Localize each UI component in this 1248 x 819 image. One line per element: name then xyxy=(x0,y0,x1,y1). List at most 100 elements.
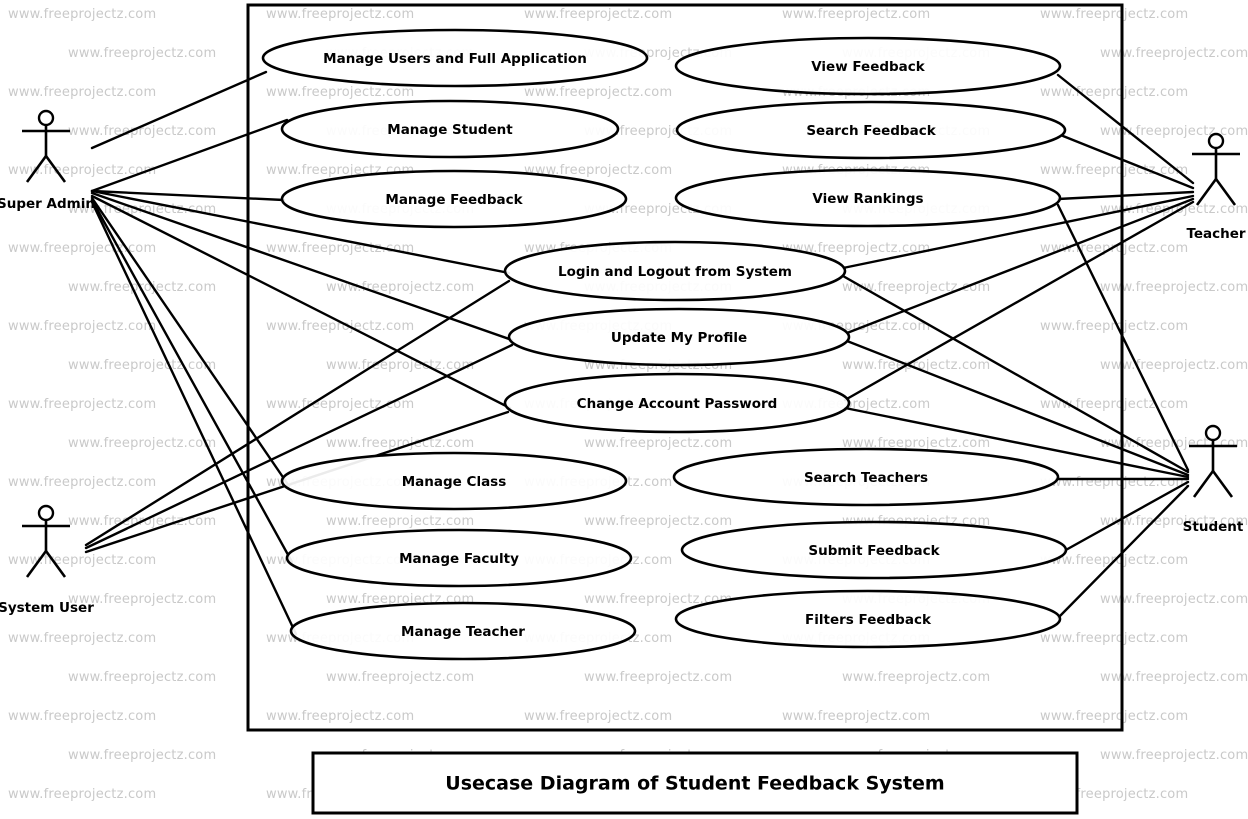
association-super-admin-to-manage-student xyxy=(90,118,289,193)
watermark-text: www.freeprojectz.com xyxy=(584,592,732,607)
association-super-admin-to-change-account-password xyxy=(90,194,512,410)
usecase-label-manage-teacher: Manage Teacher xyxy=(401,624,525,640)
association-super-admin-to-manage-teacher xyxy=(90,200,298,636)
association-teacher-to-login-and-logout-from-system xyxy=(841,194,1195,270)
watermark-text: www.freeprojectz.com xyxy=(1040,709,1188,724)
watermark-text: www.freeprojectz.com xyxy=(782,709,930,724)
association-teacher-to-change-account-password xyxy=(843,200,1195,402)
usecase-label-search-teachers: Search Teachers xyxy=(804,470,928,486)
usecase-ellipse-search-teachers[interactable] xyxy=(672,447,1060,507)
usecase-search-feedback[interactable]: Search Feedback xyxy=(675,100,1067,160)
watermark-text: www.freeprojectz.com xyxy=(68,592,216,607)
usecase-manage-feedback[interactable]: Manage Feedback xyxy=(280,169,628,229)
usecase-manage-student[interactable]: Manage Student xyxy=(280,99,620,159)
watermark-text: www.freeprojectz.com xyxy=(524,7,672,22)
usecase-ellipse-view-rankings[interactable] xyxy=(674,168,1062,228)
usecase-label-login-and-logout-from-system: Login and Logout from System xyxy=(558,264,792,280)
watermark-text: www.freeprojectz.com xyxy=(1100,358,1248,373)
usecase-ellipse-manage-feedback[interactable] xyxy=(280,169,628,229)
usecase-label-manage-users-full-application: Manage Users and Full Application xyxy=(323,51,587,67)
usecase-ellipse-manage-student[interactable] xyxy=(280,99,620,159)
usecase-update-my-profile[interactable]: Update My Profile xyxy=(507,307,851,367)
usecase-change-account-password[interactable]: Change Account Password xyxy=(503,372,851,434)
actor-label-super-admin: Super Admin xyxy=(0,196,95,212)
actor-system-user[interactable]: System User xyxy=(0,504,94,616)
watermark-text: www.freeprojectz.com xyxy=(524,85,672,100)
usecase-login-and-logout-from-system[interactable]: Login and Logout from System xyxy=(503,240,847,302)
usecase-ellipse-manage-users-full-application[interactable] xyxy=(261,28,649,88)
association-super-admin-to-login-and-logout-from-system xyxy=(90,189,511,275)
usecase-view-feedback[interactable]: View Feedback xyxy=(674,36,1062,96)
usecase-ellipse-manage-teacher[interactable] xyxy=(289,601,637,661)
usecase-label-update-my-profile: Update My Profile xyxy=(611,330,747,346)
watermark-text: www.freeprojectz.com xyxy=(1100,592,1248,607)
usecase-ellipse-manage-faculty[interactable] xyxy=(285,528,633,588)
watermark-text: www.freeprojectz.com xyxy=(68,280,216,295)
association-teacher-to-view-rankings xyxy=(1056,190,1195,201)
diagram-title-box xyxy=(311,751,1079,815)
usecase-manage-users-full-application[interactable]: Manage Users and Full Application xyxy=(261,28,649,88)
actor-label-system-user: System User xyxy=(0,600,94,616)
actor-leg-left-system-user xyxy=(25,550,48,578)
actor-leg-right-system-user xyxy=(44,550,67,578)
watermark-text: www.freeprojectz.com xyxy=(1100,202,1248,217)
watermark-text: www.freeprojectz.com xyxy=(326,436,474,451)
usecase-ellipse-search-feedback[interactable] xyxy=(675,100,1067,160)
usecase-view-rankings[interactable]: View Rankings xyxy=(674,168,1062,228)
title-box-layer: Usecase Diagram of Student Feedback Syst… xyxy=(311,751,1079,815)
watermark-text: www.freeprojectz.com xyxy=(8,475,156,490)
watermark-text: www.freeprojectz.com xyxy=(1040,475,1188,490)
watermark-text: www.freeprojectz.com xyxy=(326,280,474,295)
usecase-label-submit-feedback: Submit Feedback xyxy=(808,543,940,559)
actor-label-student: Student xyxy=(1183,519,1244,535)
watermark-text: www.freeprojectz.com xyxy=(1040,7,1188,22)
watermark-text: www.freeprojectz.com xyxy=(1100,670,1248,685)
watermark-text: www.freeprojectz.com xyxy=(8,163,156,178)
watermark-text: www.freeprojectz.com xyxy=(524,163,672,178)
usecase-ellipse-update-my-profile[interactable] xyxy=(507,307,851,367)
actor-leg-right-super-admin xyxy=(44,155,67,183)
usecase-search-teachers[interactable]: Search Teachers xyxy=(672,447,1060,507)
watermark-text: www.freeprojectz.com xyxy=(1100,280,1248,295)
usecase-filters-feedback[interactable]: Filters Feedback xyxy=(674,589,1062,649)
actor-leg-left-super-admin xyxy=(25,155,48,183)
watermark-text: www.freeprojectz.com xyxy=(326,514,474,529)
actor-super-admin[interactable]: Super Admin xyxy=(0,109,95,212)
usecase-ellipse-manage-class[interactable] xyxy=(280,451,628,511)
usecase-ellipse-submit-feedback[interactable] xyxy=(680,520,1068,580)
watermark-text: www.freeprojectz.com xyxy=(1040,319,1188,334)
usecase-manage-faculty[interactable]: Manage Faculty xyxy=(285,528,633,588)
usecase-manage-class[interactable]: Manage Class xyxy=(280,451,628,511)
usecase-ellipse-filters-feedback[interactable] xyxy=(674,589,1062,649)
association-student-to-change-account-password xyxy=(843,406,1190,479)
watermark-text: www.freeprojectz.com xyxy=(8,7,156,22)
watermark-text: www.freeprojectz.com xyxy=(1040,163,1188,178)
actor-head-student xyxy=(1204,424,1222,442)
actor-teacher[interactable]: Teacher xyxy=(1186,132,1246,242)
actor-student[interactable]: Student xyxy=(1183,424,1244,535)
association-super-admin-to-manage-faculty xyxy=(90,198,294,564)
usecase-manage-teacher[interactable]: Manage Teacher xyxy=(289,601,637,661)
watermark-text: www.freeprojectz.com xyxy=(8,553,156,568)
usecase-ellipse-view-feedback[interactable] xyxy=(674,36,1062,96)
association-student-to-submit-feedback xyxy=(1062,480,1190,553)
usecase-label-view-feedback: View Feedback xyxy=(811,59,926,75)
diagram-title-text: Usecase Diagram of Student Feedback Syst… xyxy=(445,773,944,795)
actor-leg-left-student xyxy=(1192,470,1215,498)
actor-head-system-user xyxy=(37,504,55,522)
association-student-to-filters-feedback xyxy=(1056,484,1190,620)
usecase-label-manage-faculty: Manage Faculty xyxy=(399,551,519,567)
usecase-submit-feedback[interactable]: Submit Feedback xyxy=(680,520,1068,580)
association-teacher-to-view-feedback xyxy=(1056,73,1195,185)
watermark-text: www.freeprojectz.com xyxy=(782,241,930,256)
watermark-text: www.freeprojectz.com xyxy=(266,85,414,100)
usecase-label-change-account-password: Change Account Password xyxy=(577,396,778,412)
watermark-text: www.freeprojectz.com xyxy=(1100,748,1248,763)
watermark-text: www.freeprojectz.com xyxy=(584,436,732,451)
actor-leg-right-student xyxy=(1211,470,1234,498)
usecase-label-filters-feedback: Filters Feedback xyxy=(805,612,932,628)
usecase-ellipse-login-and-logout-from-system[interactable] xyxy=(503,240,847,302)
actor-head-super-admin xyxy=(37,109,55,127)
usecase-label-search-feedback: Search Feedback xyxy=(806,123,936,139)
usecase-ellipse-change-account-password[interactable] xyxy=(503,372,851,434)
